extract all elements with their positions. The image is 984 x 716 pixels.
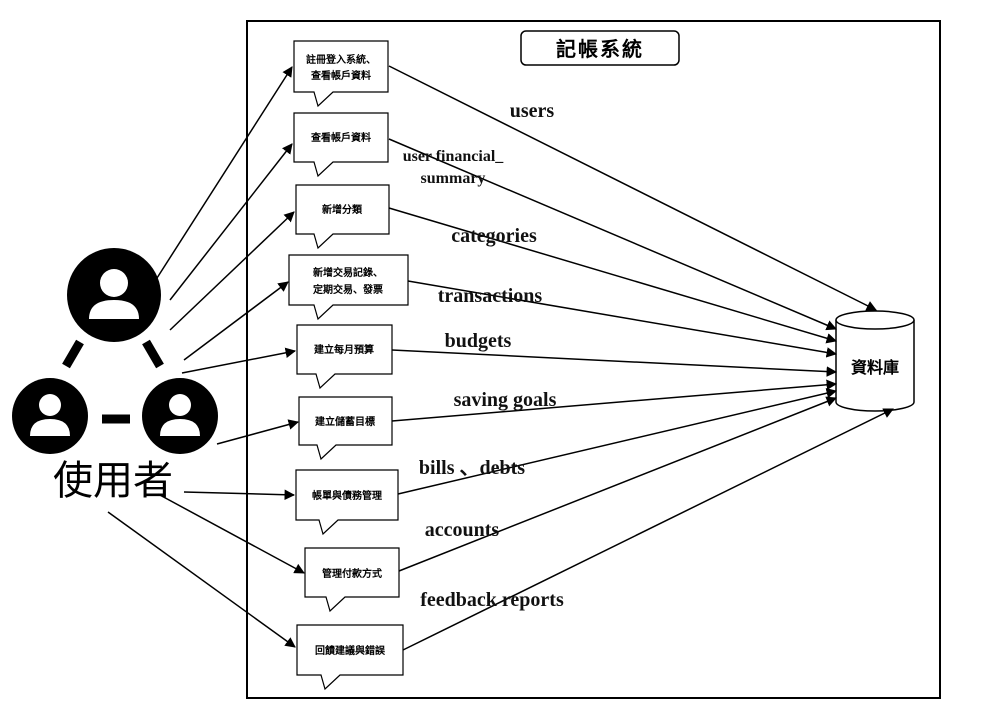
database-arrows xyxy=(388,65,894,651)
table-label: categories xyxy=(451,225,537,247)
function-box: 管理付款方式 xyxy=(304,547,400,613)
function-text: 查看帳戶資料 xyxy=(310,69,371,82)
table-label: bills 、debts xyxy=(419,457,525,479)
function-box: 查看帳戶資料 xyxy=(293,112,389,178)
function-box: 帳單與債務管理 xyxy=(295,469,399,536)
table-label: user financial_ xyxy=(403,148,505,165)
function-text: 新增交易記錄、 xyxy=(313,266,383,279)
function-box: 建立儲蓄目標 xyxy=(298,396,393,461)
function-text: 註冊登入系統、 xyxy=(306,53,376,66)
actor-arrows xyxy=(107,66,305,648)
database-cylinder-icon xyxy=(835,310,915,412)
function-text: 回饋建議與錯誤 xyxy=(315,644,386,657)
system-boundary xyxy=(246,20,941,699)
function-text: 管理付款方式 xyxy=(322,567,382,580)
function-box: 註冊登入系統、 查看帳戶資料 xyxy=(293,40,389,108)
table-label: accounts xyxy=(425,519,500,541)
system-title: 記帳系統 xyxy=(556,37,644,61)
function-box: 回饋建議與錯誤 xyxy=(296,624,404,691)
function-box: 新增交易記錄、 定期交易、發票 xyxy=(288,254,409,321)
table-label: feedback reports xyxy=(420,589,564,611)
table-label: transactions xyxy=(438,285,543,307)
actor-label: 使用者 xyxy=(53,458,173,504)
system-title-box: 記帳系統 xyxy=(520,30,680,66)
table-label: budgets xyxy=(445,330,512,352)
table-label: summary xyxy=(421,170,486,187)
function-box: 新增分類 xyxy=(295,184,390,250)
function-text: 新增分類 xyxy=(322,203,363,216)
function-text: 定期交易、發票 xyxy=(313,283,383,296)
function-text: 帳單與債務管理 xyxy=(312,489,382,502)
function-text: 建立每月預算 xyxy=(313,343,374,356)
function-box: 建立每月預算 xyxy=(296,324,393,390)
user-group-icon xyxy=(12,248,218,454)
table-label: saving goals xyxy=(454,389,557,411)
database-label: 資料庫 xyxy=(851,358,899,377)
function-text: 查看帳戶資料 xyxy=(310,131,371,144)
table-label: users xyxy=(510,100,555,122)
function-text: 建立儲蓄目標 xyxy=(314,415,375,428)
